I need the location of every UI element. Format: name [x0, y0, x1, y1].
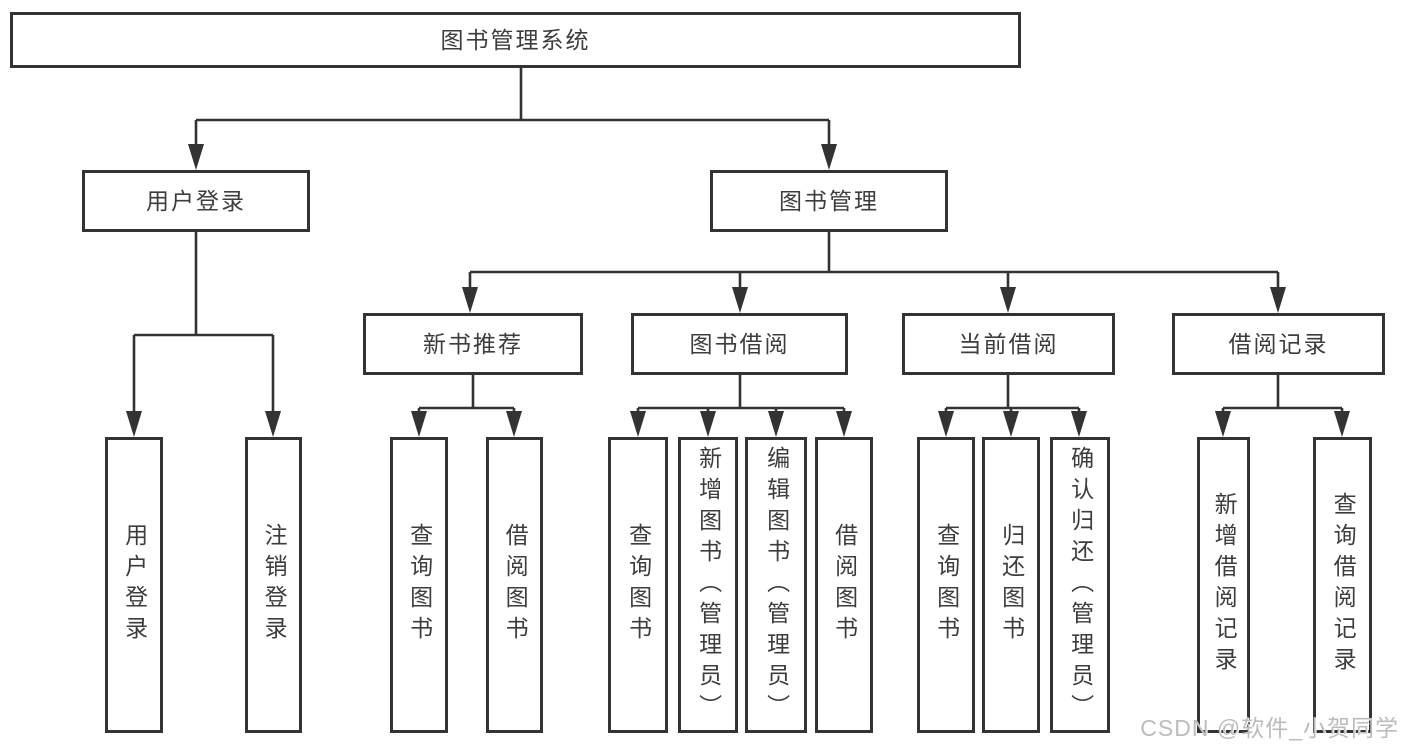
node-label: 借阅图书	[831, 523, 858, 647]
node-user-login: 用户登录	[82, 170, 310, 232]
leaf-query-books-current: 查询图书	[917, 437, 975, 733]
node-label: 新增图书（管理员）	[695, 445, 722, 725]
node-label: 归还图书	[998, 523, 1025, 647]
node-label: 用户登录	[146, 187, 246, 214]
leaf-add-books-admin: 新增图书（管理员）	[678, 437, 738, 733]
node-label: 借阅图书	[502, 523, 529, 647]
node-label: 查询借阅记录	[1330, 492, 1357, 678]
leaf-query-borrow-record: 查询借阅记录	[1313, 437, 1372, 733]
node-label: 查询图书	[625, 523, 652, 647]
node-new-book-recommend: 新书推荐	[363, 313, 583, 375]
node-label: 当前借阅	[958, 330, 1059, 357]
leaf-borrow-books-recommend: 借阅图书	[486, 437, 543, 733]
node-book-borrowing: 图书借阅	[631, 313, 848, 375]
node-label: 用户登录	[121, 523, 148, 647]
node-current-borrowing: 当前借阅	[902, 313, 1115, 375]
node-label: 借阅记录	[1228, 330, 1329, 357]
leaf-confirm-return-admin: 确认归还（管理员）	[1050, 437, 1110, 733]
node-label: 新书推荐	[423, 330, 523, 357]
node-borrowing-records: 借阅记录	[1172, 313, 1385, 375]
node-label: 注销登录	[261, 523, 288, 647]
node-label: 新增借阅记录	[1211, 492, 1238, 678]
node-library-management-system: 图书管理系统	[10, 12, 1021, 68]
leaf-user-login: 用户登录	[105, 437, 163, 733]
leaf-add-borrow-record: 新增借阅记录	[1197, 437, 1250, 733]
leaf-query-books-recommend: 查询图书	[390, 437, 448, 733]
node-book-management: 图书管理	[710, 170, 948, 232]
leaf-edit-books-admin: 编辑图书（管理员）	[745, 437, 807, 733]
node-label: 确认归还（管理员）	[1067, 445, 1094, 725]
node-label: 查询图书	[933, 523, 960, 647]
node-label: 图书借阅	[689, 330, 790, 357]
csdn-watermark: CSDN @软件_小贺同学	[1140, 715, 1399, 741]
leaf-borrow-books: 借阅图书	[815, 437, 873, 733]
node-label: 图书管理系统	[440, 26, 591, 53]
node-label: 编辑图书（管理员）	[763, 445, 790, 725]
leaf-query-books-borrowing: 查询图书	[608, 437, 668, 733]
node-label: 图书管理	[779, 187, 879, 214]
leaf-return-books: 归还图书	[982, 437, 1040, 733]
node-label: 查询图书	[406, 523, 433, 647]
leaf-logout: 注销登录	[245, 437, 302, 733]
